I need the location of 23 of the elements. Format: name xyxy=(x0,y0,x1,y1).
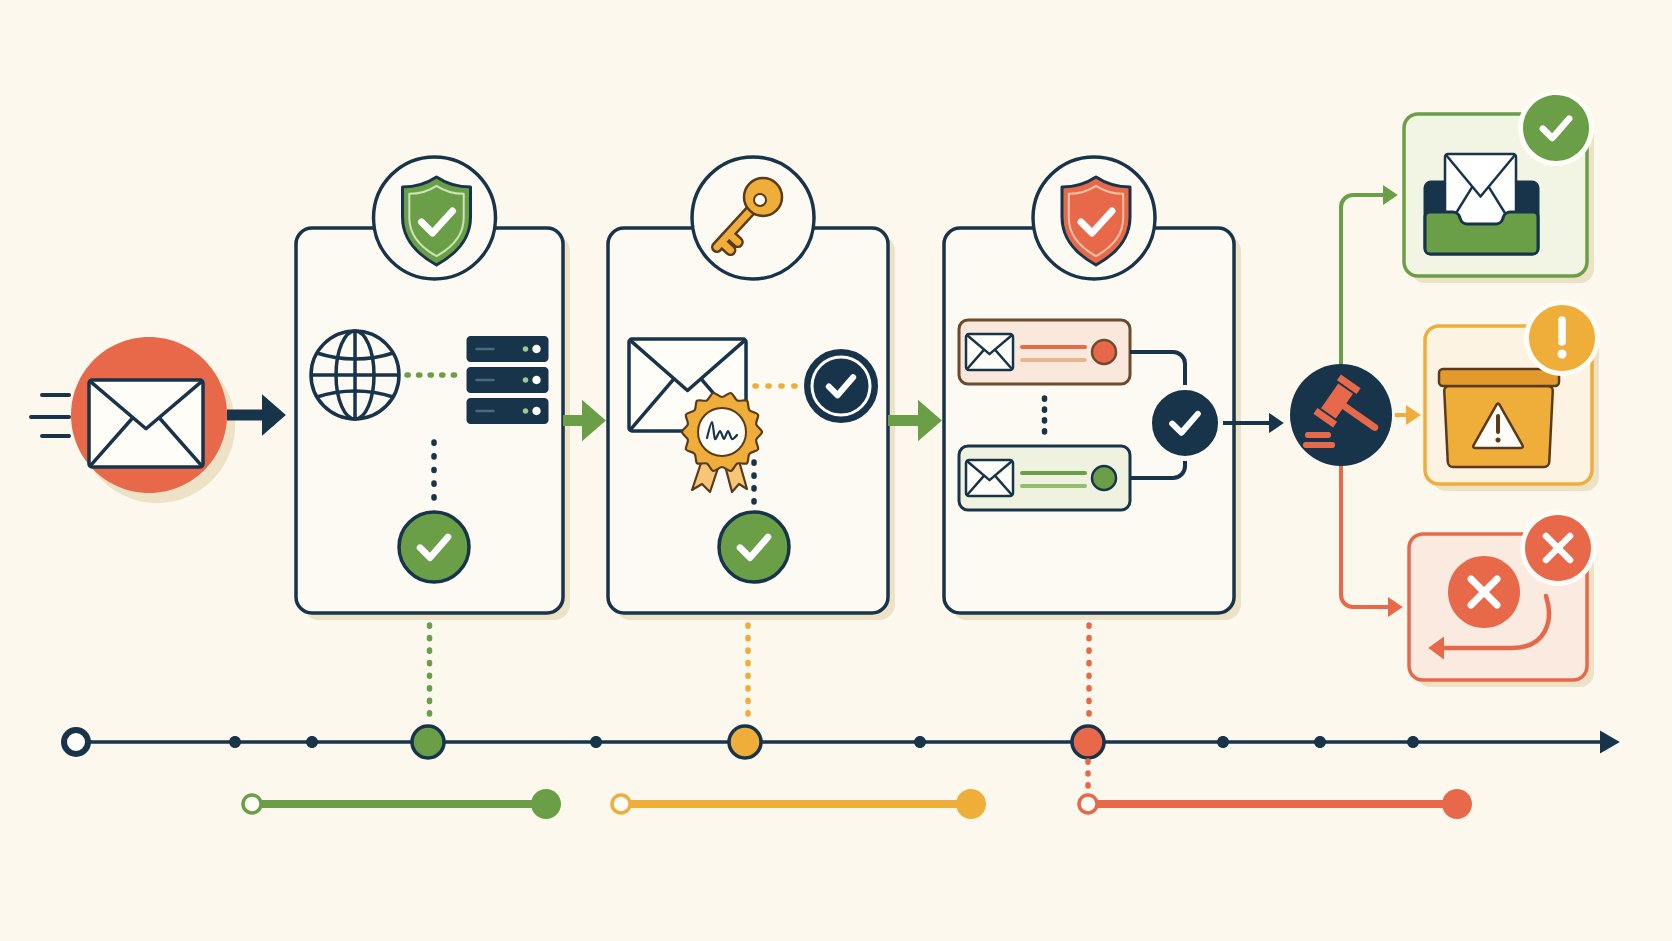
dotted-line xyxy=(431,439,437,501)
check-badge xyxy=(717,510,791,584)
dotted-line xyxy=(426,622,433,717)
globe-icon xyxy=(309,329,401,421)
server-icon xyxy=(466,336,549,424)
connector-line xyxy=(1130,461,1187,480)
check-badge xyxy=(804,349,878,423)
check-badge xyxy=(397,510,471,584)
dotted-line xyxy=(1041,395,1048,435)
dotted-line xyxy=(1086,622,1092,717)
check-badge xyxy=(1152,390,1218,456)
dotted-line xyxy=(745,622,751,717)
gavel-icon xyxy=(1290,364,1392,466)
dotted-line xyxy=(1085,758,1091,789)
signed-envelope-icon xyxy=(627,337,764,494)
range-bar xyxy=(1077,789,1472,819)
dotted-line xyxy=(751,459,757,505)
range-bar xyxy=(241,789,561,819)
range-bar xyxy=(610,789,986,819)
connector-line xyxy=(1130,350,1187,385)
envelope-icon xyxy=(71,337,235,503)
dotted-line xyxy=(752,383,798,389)
dotted-line xyxy=(404,372,458,378)
